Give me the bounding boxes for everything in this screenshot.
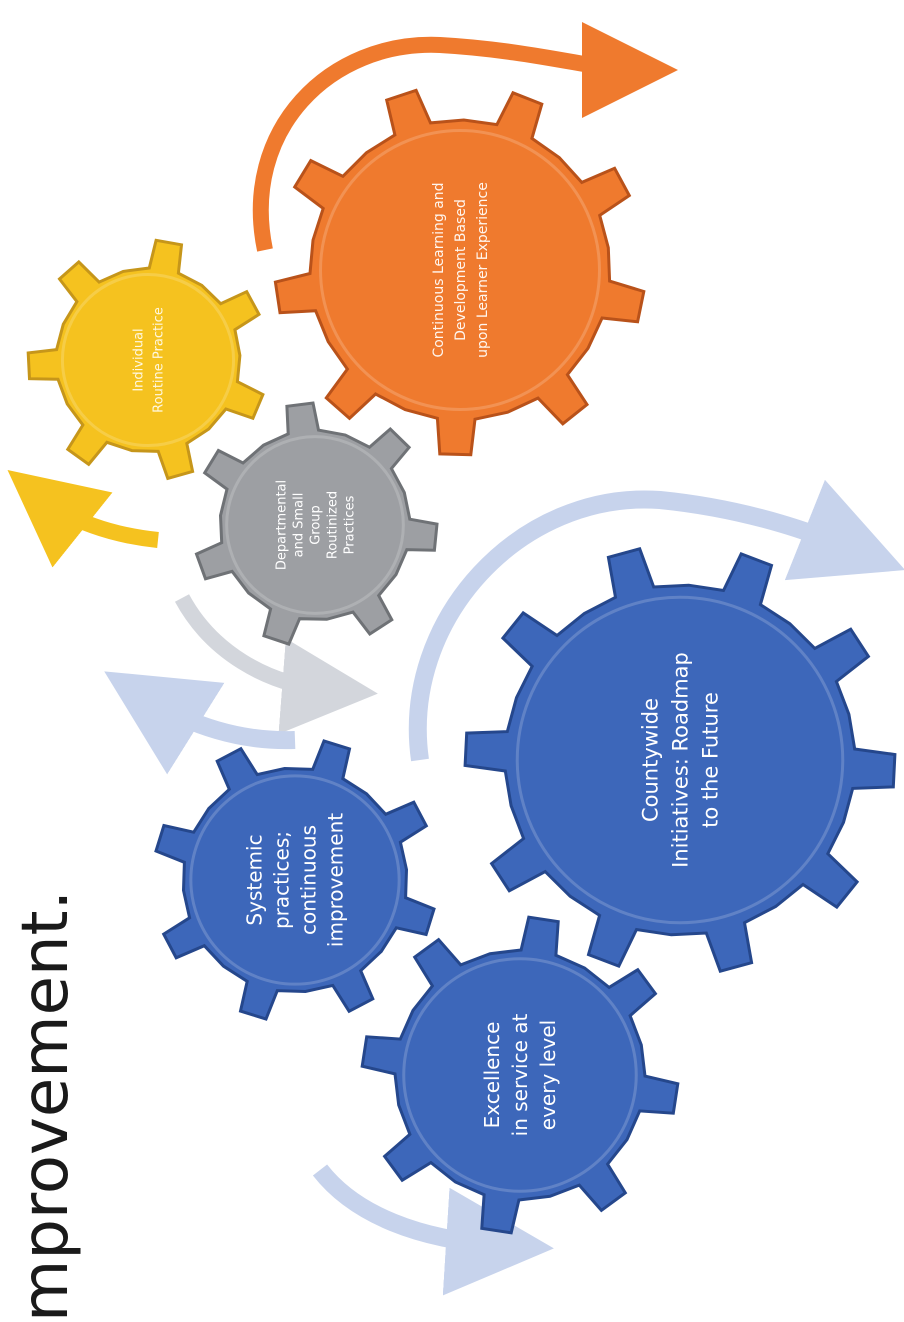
gear-countywide-line: Initiatives: Roadmap — [668, 652, 692, 868]
gear-countywide-shape — [463, 546, 897, 974]
gear-yellow-label: Individual Routine Practice — [132, 307, 167, 413]
gear-grey-line: Group — [309, 505, 324, 545]
gear-yellow-shape — [26, 238, 265, 481]
gear-systemic-line: improvement — [324, 813, 348, 947]
gear-orange-label: Continuous Learning and Development Based… — [431, 182, 491, 358]
gear-systemic-line: practices; — [270, 831, 294, 929]
gear-systemic-shape — [154, 739, 436, 1021]
grey-curved-arrow — [174, 594, 378, 735]
gear-countywide-line: Countywide — [638, 698, 662, 822]
gear-excellence-line: Excellence — [480, 1022, 504, 1129]
gear-yellow-line: Individual — [132, 328, 147, 391]
yellow-curved-arrow — [7, 470, 159, 568]
gear-orange: Continuous Learning and Development Based… — [273, 88, 646, 457]
gear-orange-line: Development Based — [453, 199, 469, 341]
gear-excellence-line: in service at — [508, 1014, 532, 1137]
gear-orange-shape — [273, 88, 646, 457]
gear-excellence-line: every level — [536, 1020, 560, 1130]
light-curved-arrow-left — [104, 671, 296, 775]
gear-orange-line: upon Learner Experience — [475, 182, 491, 358]
gear-systemic-line: continuous — [297, 825, 321, 935]
gear-orange-line: Continuous Learning and — [431, 182, 447, 357]
light-curved-arrow-bottom — [312, 1164, 554, 1296]
gear-systemic-line: Systemic — [243, 834, 267, 925]
gear-grey-line: and Small — [292, 493, 307, 558]
light-curved-arrow-top — [408, 479, 904, 762]
gear-grey-line: Routinized — [326, 491, 341, 559]
orange-curved-arrow — [252, 21, 678, 252]
gear-grey-shape — [194, 401, 439, 646]
gear-yellow: Individual Routine Practice — [26, 238, 265, 481]
gear-excellence-shape — [360, 915, 680, 1235]
gear-yellow-line: Routine Practice — [152, 307, 167, 413]
gear-grey-line: Practices — [343, 495, 358, 554]
gear-countywide-line: to the Future — [698, 692, 722, 828]
gear-grey-line: Departmental — [275, 480, 290, 570]
